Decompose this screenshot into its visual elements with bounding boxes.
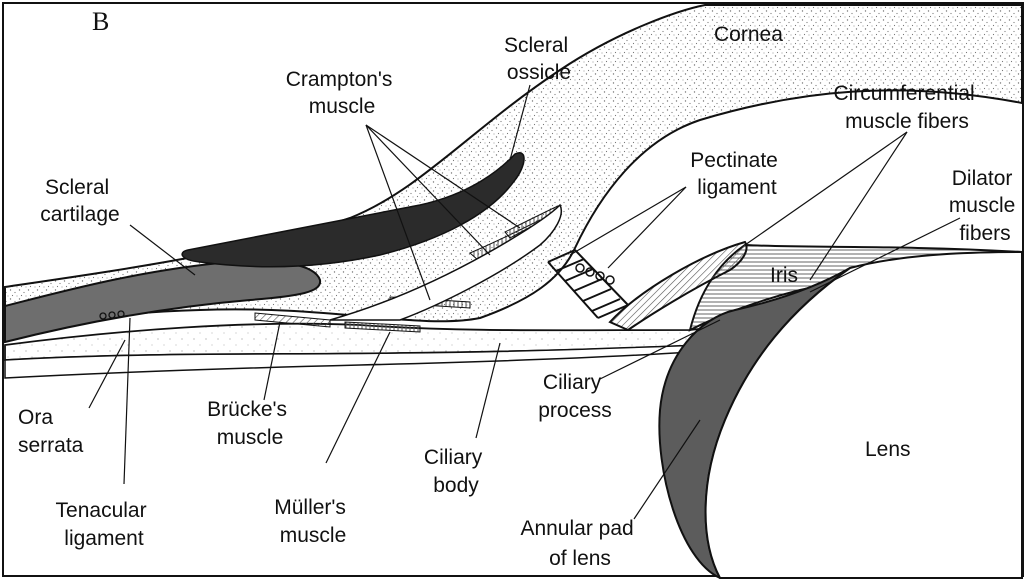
label-scleral-cartilage-line1: Scleral bbox=[45, 176, 109, 199]
label-bruckes-line2: muscle bbox=[217, 426, 284, 449]
label-cornea: Cornea bbox=[714, 23, 783, 46]
label-iris: Iris bbox=[770, 264, 798, 287]
label-annular-pad-line2: of lens bbox=[549, 547, 611, 570]
label-ciliary-body-line1: Ciliary bbox=[424, 446, 483, 469]
label-scleral-ossicle-line1: Scleral bbox=[504, 34, 568, 57]
label-ciliary-body-line2: body bbox=[433, 474, 479, 497]
label-mullers-line1: Müller's bbox=[274, 496, 346, 519]
label-scleral-cartilage-line2: cartilage bbox=[40, 203, 119, 226]
label-dilator-line2: muscle bbox=[949, 194, 1016, 217]
label-pectinate-line1: Pectinate bbox=[690, 149, 778, 172]
label-annular-pad-line1: Annular pad bbox=[520, 517, 633, 540]
label-ciliary-process-line1: Ciliary bbox=[543, 371, 602, 394]
label-dilator-line1: Dilator bbox=[952, 167, 1013, 190]
label-lens: Lens bbox=[865, 438, 911, 461]
label-mullers-line2: muscle bbox=[280, 524, 347, 547]
label-dilator-muscle: Dilator muscle fibers bbox=[949, 167, 1021, 245]
label-circumferential-line1: Circumferential bbox=[833, 82, 974, 105]
label-tenacular-line1: Tenacular bbox=[56, 499, 147, 522]
label-circumferential-line2: muscle fibers bbox=[845, 110, 969, 133]
label-dilator-line3: fibers bbox=[959, 222, 1010, 245]
label-cramptons-line1: Crampton's bbox=[286, 68, 393, 91]
label-pectinate-line2: ligament bbox=[697, 176, 777, 199]
label-ora-line1: Ora bbox=[18, 406, 53, 429]
label-ciliary-process-line2: process bbox=[538, 399, 612, 422]
label-tenacular-line2: ligament bbox=[64, 527, 144, 550]
panel-letter: B bbox=[92, 7, 109, 36]
label-bruckes-line1: Brücke's bbox=[207, 398, 287, 421]
label-cramptons-line2: muscle bbox=[309, 95, 376, 118]
label-ora-line2: serrata bbox=[18, 434, 84, 457]
label-scleral-ossicle-line2: ossicle bbox=[507, 61, 571, 84]
